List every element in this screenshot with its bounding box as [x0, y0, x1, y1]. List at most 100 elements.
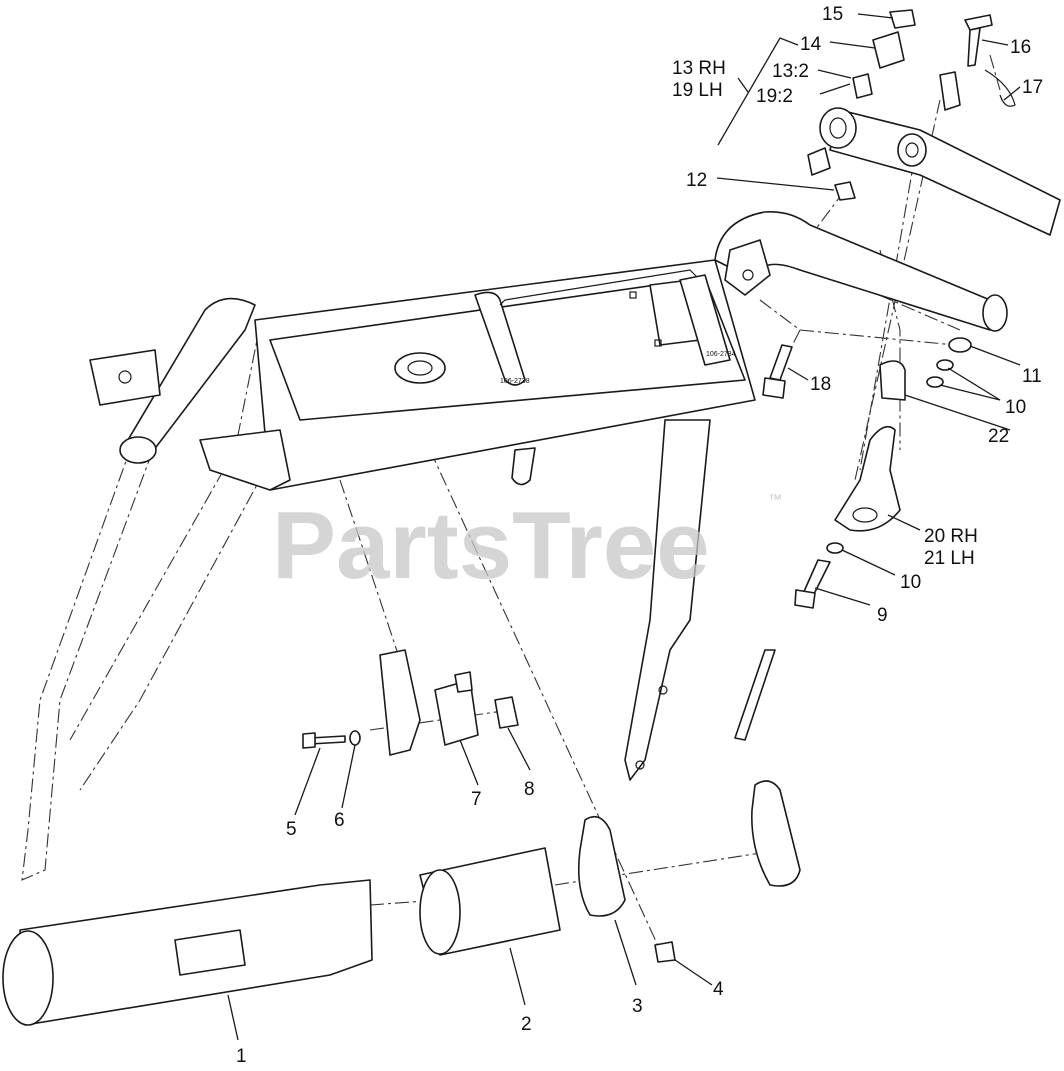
leader-lines: [227, 13, 1021, 1041]
callout-12: 12: [686, 170, 707, 191]
callout-5: 5: [286, 819, 297, 840]
callout-19-qty: 19:2: [756, 86, 793, 107]
upright-hole: [658, 685, 668, 695]
callouts: 1 2 3 4 5 6 7 8 9 10 10 11 12 13 RH 19 L…: [236, 4, 1043, 1067]
callout-10-upper: 10: [1005, 397, 1026, 418]
bracket-hole: [742, 269, 754, 281]
callout-11: 11: [1022, 366, 1042, 387]
upright-hole: [635, 760, 645, 770]
callout-6: 6: [334, 810, 345, 831]
hairpin-clip-17: [984, 69, 1016, 107]
leader-7: [459, 739, 479, 786]
callout-19-lh: 19 LH: [672, 80, 723, 101]
switch-7-plunger: [454, 671, 473, 693]
callout-20-rh: 20 RH: [924, 526, 978, 547]
left-upright-outline: [79, 469, 266, 791]
spacer-14: [872, 31, 905, 69]
leader-13-19: [737, 77, 749, 93]
callout-13-qty: 13:2: [772, 61, 809, 82]
leader-16: [981, 39, 1009, 46]
grip-1-label: [174, 929, 246, 976]
control-arm-pivot-hole: [905, 142, 919, 158]
leader-8: [507, 727, 531, 771]
lever-assembly: [762, 337, 972, 609]
leader-14: [829, 41, 876, 49]
assembly-line: [989, 54, 1001, 91]
nut-15: [889, 9, 916, 29]
leader-11: [969, 345, 1021, 366]
leader-17: [1003, 86, 1021, 101]
control-arm-pivot: [897, 133, 927, 167]
leader-10a: [947, 367, 1001, 401]
control-rod-lower: [734, 649, 776, 741]
right-tube-end: [982, 294, 1008, 332]
right-upright: [624, 419, 711, 781]
leader-1: [227, 994, 239, 1041]
leader-2: [509, 947, 526, 1006]
callout-21-lh: 21 LH: [924, 548, 975, 569]
leader-22: [904, 394, 1011, 431]
console-bracket: [199, 429, 291, 491]
console-center-hole-inner: [407, 360, 433, 376]
callout-16: 16: [1010, 37, 1031, 58]
callout-18: 18: [810, 374, 831, 395]
assembly-line: [859, 154, 916, 471]
console-center-hole: [394, 352, 446, 384]
left-mount-plate: [89, 349, 161, 406]
clamp: [751, 780, 801, 887]
nut-12: [834, 181, 856, 201]
washer-11: [948, 337, 972, 353]
console-slot: [474, 291, 526, 386]
watermark-text: PartsTree: [272, 492, 710, 599]
console-recess: [499, 269, 701, 306]
leader-10a: [939, 384, 1001, 401]
trademark-symbol: ™: [768, 491, 782, 507]
console-tab: [511, 447, 536, 486]
grip-1-end: [2, 930, 54, 1026]
left-tube-end: [119, 436, 157, 464]
callout-17: 17: [1022, 77, 1043, 98]
clevis: [939, 71, 961, 111]
washer-6: [349, 730, 361, 746]
switch-bracket: [379, 649, 421, 756]
washer-10: [936, 359, 954, 371]
clamp-3: [577, 815, 626, 917]
mount-hole: [118, 370, 132, 384]
leader-10b: [841, 549, 896, 576]
decal-106-2738-text: 106-2738: [500, 378, 530, 385]
callout-1: 1: [236, 1046, 247, 1067]
callout-3: 3: [632, 996, 643, 1017]
clevis-pin-16: [964, 14, 993, 31]
callout-22: 22: [988, 426, 1009, 447]
leader-3: [614, 919, 637, 986]
callout-2: 2: [521, 1014, 532, 1035]
assembly-line: [799, 329, 956, 346]
bolt-18: [769, 344, 793, 381]
washer-10: [926, 376, 944, 388]
callout-14: 14: [800, 34, 822, 55]
sleeve-2-end: [419, 869, 461, 955]
pivot-bracket: [724, 239, 771, 296]
bolt-4: [654, 941, 676, 963]
leader-13-bracket: [717, 37, 799, 146]
switch-assembly: [302, 649, 519, 756]
control-arm-pivot-hole: [829, 117, 847, 139]
callout-13-rh: 13 RH: [672, 58, 726, 79]
clevis-pin-16-shank: [967, 27, 981, 67]
control-arm-assembly: [807, 9, 1061, 236]
callout-4: 4: [713, 979, 724, 1000]
callout-9: 9: [877, 605, 888, 626]
leader-5: [294, 747, 321, 816]
left-upright-outline: [21, 309, 206, 881]
leader-15: [857, 13, 894, 19]
lever-slot: [852, 507, 878, 523]
washer-10: [826, 542, 844, 554]
bushing: [852, 73, 873, 99]
decal-106-2734-text: 106-2734: [706, 351, 736, 358]
leader-20: [887, 514, 921, 531]
console-square-hole: [629, 291, 637, 299]
actuator-8: [494, 696, 519, 729]
leader-13q: [817, 69, 852, 79]
callout-15: 15: [822, 4, 843, 25]
